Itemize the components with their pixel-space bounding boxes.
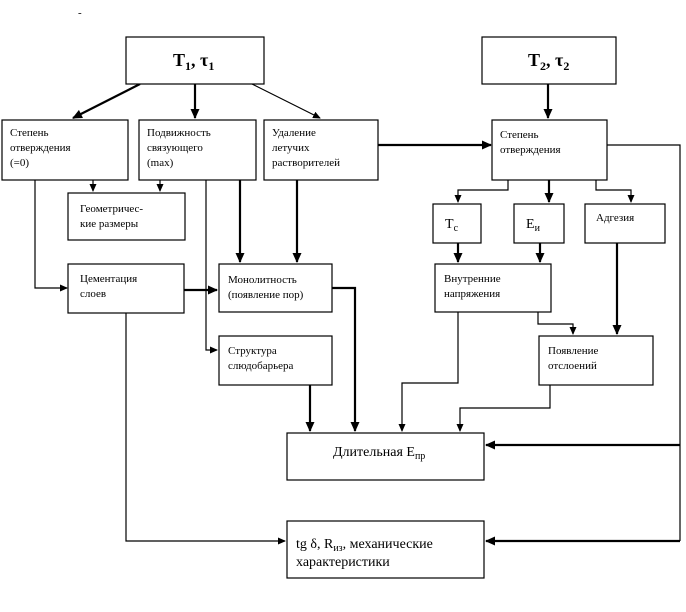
monolithic-line-1: Монолитность xyxy=(228,274,297,286)
solvent-line-2: летучих xyxy=(272,142,310,154)
edges xyxy=(34,83,681,546)
t1-mid: , τ xyxy=(191,50,209,70)
t1-sub2: 1 xyxy=(208,59,214,73)
t2-mid: , τ xyxy=(546,50,564,70)
edge-cure-right-adhesion xyxy=(595,180,635,203)
tc-sub: c xyxy=(454,223,459,234)
cure-right-line-1: Степень xyxy=(500,129,539,141)
svg-text:Структура слюдобарьера: Структура слюдобарьера xyxy=(228,345,294,372)
svg-text:Tc: Tc xyxy=(445,217,459,234)
cementation-line-1: Цементация xyxy=(80,273,137,285)
node-delamination: Появление отслоений xyxy=(538,335,654,386)
stress-line-1: Внутренние xyxy=(444,273,501,285)
delamination-line-2: отслоений xyxy=(548,360,597,372)
svg-text:Eи: Eи xyxy=(526,217,541,234)
edge-cure-right-tc xyxy=(454,180,509,203)
en-sub: и xyxy=(535,223,541,234)
node-solvent-removal: Удаление летучих растворителей xyxy=(263,119,379,181)
edge-cure-left-cementation xyxy=(34,180,68,292)
edge-stress-delamination xyxy=(537,312,577,335)
characteristics-line1-sub: из xyxy=(333,543,342,554)
edge-t1-solvent xyxy=(251,83,321,119)
geometry-line-1: Геометричес- xyxy=(80,203,143,215)
node-t1: T1, τ1 xyxy=(125,36,265,85)
node-long-term: Длительная Eпр xyxy=(286,432,485,481)
characteristics-line2: характеристики xyxy=(296,555,390,570)
node-geometry: Геометричес- кие размеры xyxy=(67,192,186,241)
svg-text:Длительная Eпр: Длительная Eпр xyxy=(333,445,425,462)
edge-cure-right-bus xyxy=(607,144,681,541)
long-term-sub: пр xyxy=(415,451,425,462)
svg-text:tg δ, Rиз, механические: tg δ, Rиз, механические xyxy=(296,537,433,554)
mobility-line-2: связующего xyxy=(147,142,203,154)
delamination-line-1: Появление xyxy=(548,345,598,357)
t1-sub1: 1 xyxy=(185,59,191,73)
svg-text:T2, τ2: T2, τ2 xyxy=(528,50,569,73)
en-main: E xyxy=(526,217,535,232)
svg-text:Удаление летучих р: Удаление летучих растворителей xyxy=(272,127,340,169)
solvent-line-3: растворителей xyxy=(272,157,340,169)
edge-stress-long-term xyxy=(398,312,459,432)
cure-left-line-2: отверждения xyxy=(10,142,71,154)
edge-cementation-characteristics xyxy=(125,313,286,545)
cure-right-line-2: отверждения xyxy=(500,144,561,156)
svg-text:Подвижность связующего: Подвижность связующего (max) xyxy=(147,127,214,169)
tc-main: T xyxy=(445,217,454,232)
svg-text:Геометричес- кие размеры: Геометричес- кие размеры xyxy=(80,203,146,230)
cure-left-line-1: Степень xyxy=(10,127,49,139)
stray-mark: - xyxy=(78,7,82,19)
t2-main: T xyxy=(528,50,540,70)
cementation-line-2: слоев xyxy=(80,288,106,300)
monolithic-line-2: (появление пор) xyxy=(228,289,304,301)
stress-line-2: напряжения xyxy=(444,288,500,300)
edge-monolithic-long-term xyxy=(332,286,360,432)
svg-text:Монолитность (появление: Монолитность (появление пор) xyxy=(228,274,304,301)
geometry-line-2: кие размеры xyxy=(80,218,139,230)
node-internal-stress: Внутренние напряжения xyxy=(434,263,552,313)
characteristics-line1-a: tg δ, R xyxy=(296,537,334,552)
solvent-line-1: Удаление xyxy=(272,127,316,139)
characteristics-line1-b: , механические xyxy=(343,537,433,552)
svg-text:Степень отверждения: Степень отверждения xyxy=(500,129,561,156)
svg-text:Появление отслоений: Появление отслоений xyxy=(548,345,601,372)
adhesion-label: Адгезия xyxy=(596,212,634,224)
node-cure-degree-left: Степень отверждения (=0) xyxy=(1,119,129,181)
node-tc: Tc xyxy=(432,203,482,244)
t2-sub1: 2 xyxy=(540,59,546,73)
edge-t1-cure-left xyxy=(72,83,141,119)
node-mica-structure: Структура слюдобарьера xyxy=(218,335,333,386)
svg-text:Цементация слоев: Цементация слоев xyxy=(80,273,140,300)
t2-sub2: 2 xyxy=(563,59,569,73)
long-term-main: Длительная E xyxy=(333,445,415,460)
mica-line-2: слюдобарьера xyxy=(228,360,294,372)
node-monolithic: Монолитность (появление пор) xyxy=(218,263,333,313)
node-adhesion: Адгезия xyxy=(584,203,666,244)
node-t2: T2, τ2 xyxy=(481,36,617,85)
cure-left-line-3: (=0) xyxy=(10,157,29,169)
mica-line-1: Структура xyxy=(228,345,277,357)
svg-text:Степень отверждения: Степень отверждения (=0) xyxy=(10,127,73,169)
t1-main: T xyxy=(173,50,185,70)
node-binder-mobility: Подвижность связующего (max) xyxy=(138,119,257,181)
node-cementation: Цементация слоев xyxy=(67,263,185,314)
node-cure-degree-right: Степень отверждения xyxy=(491,119,608,181)
node-characteristics: tg δ, Rиз, механические характеристики xyxy=(286,520,485,579)
svg-text:T1, τ1: T1, τ1 xyxy=(173,50,214,73)
edge-mobility-mica xyxy=(205,180,218,354)
svg-text:Внутренние напряжения: Внутренние напряжения xyxy=(444,273,503,300)
edge-delamination-long-term xyxy=(456,385,551,432)
node-en: Eи xyxy=(513,203,565,244)
mobility-line-1: Подвижность xyxy=(147,127,211,139)
mobility-line-3: (max) xyxy=(147,157,174,169)
